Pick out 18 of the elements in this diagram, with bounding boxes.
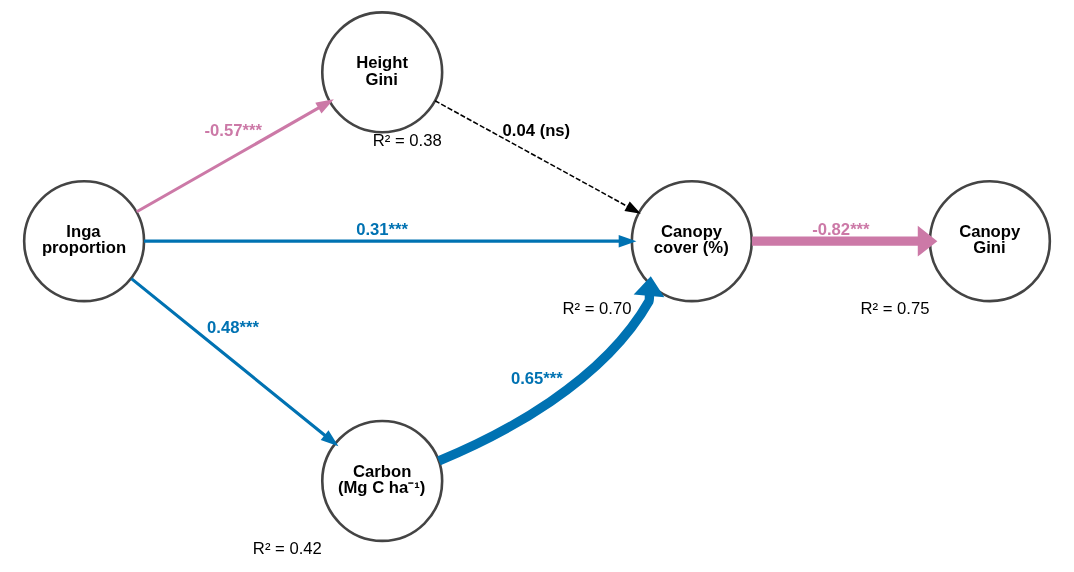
- node-label: R² = 0.42: [252, 539, 322, 559]
- node-circle: Height Gini: [320, 11, 444, 134]
- edge-label: 0.48***: [207, 317, 259, 337]
- edge-label: -0.82***: [812, 219, 870, 239]
- edge-label: 0.65***: [510, 368, 563, 388]
- edge-label: -0.57***: [204, 120, 262, 140]
- arrow: [130, 277, 339, 447]
- node-label: R² = 0.70: [562, 299, 632, 319]
- arrow: [437, 276, 665, 466]
- arrow: [144, 234, 637, 248]
- node-circle: Canopy Gini: [928, 179, 1052, 303]
- arrow: [752, 225, 938, 257]
- node-label: R² = 0.75: [860, 299, 930, 319]
- node-circle: Inga proportion: [22, 179, 146, 303]
- arrow: [434, 100, 641, 214]
- arrow: [135, 99, 334, 214]
- edge-label: 0.31***: [356, 219, 409, 239]
- edge-label: 0.04 (ns): [502, 120, 571, 140]
